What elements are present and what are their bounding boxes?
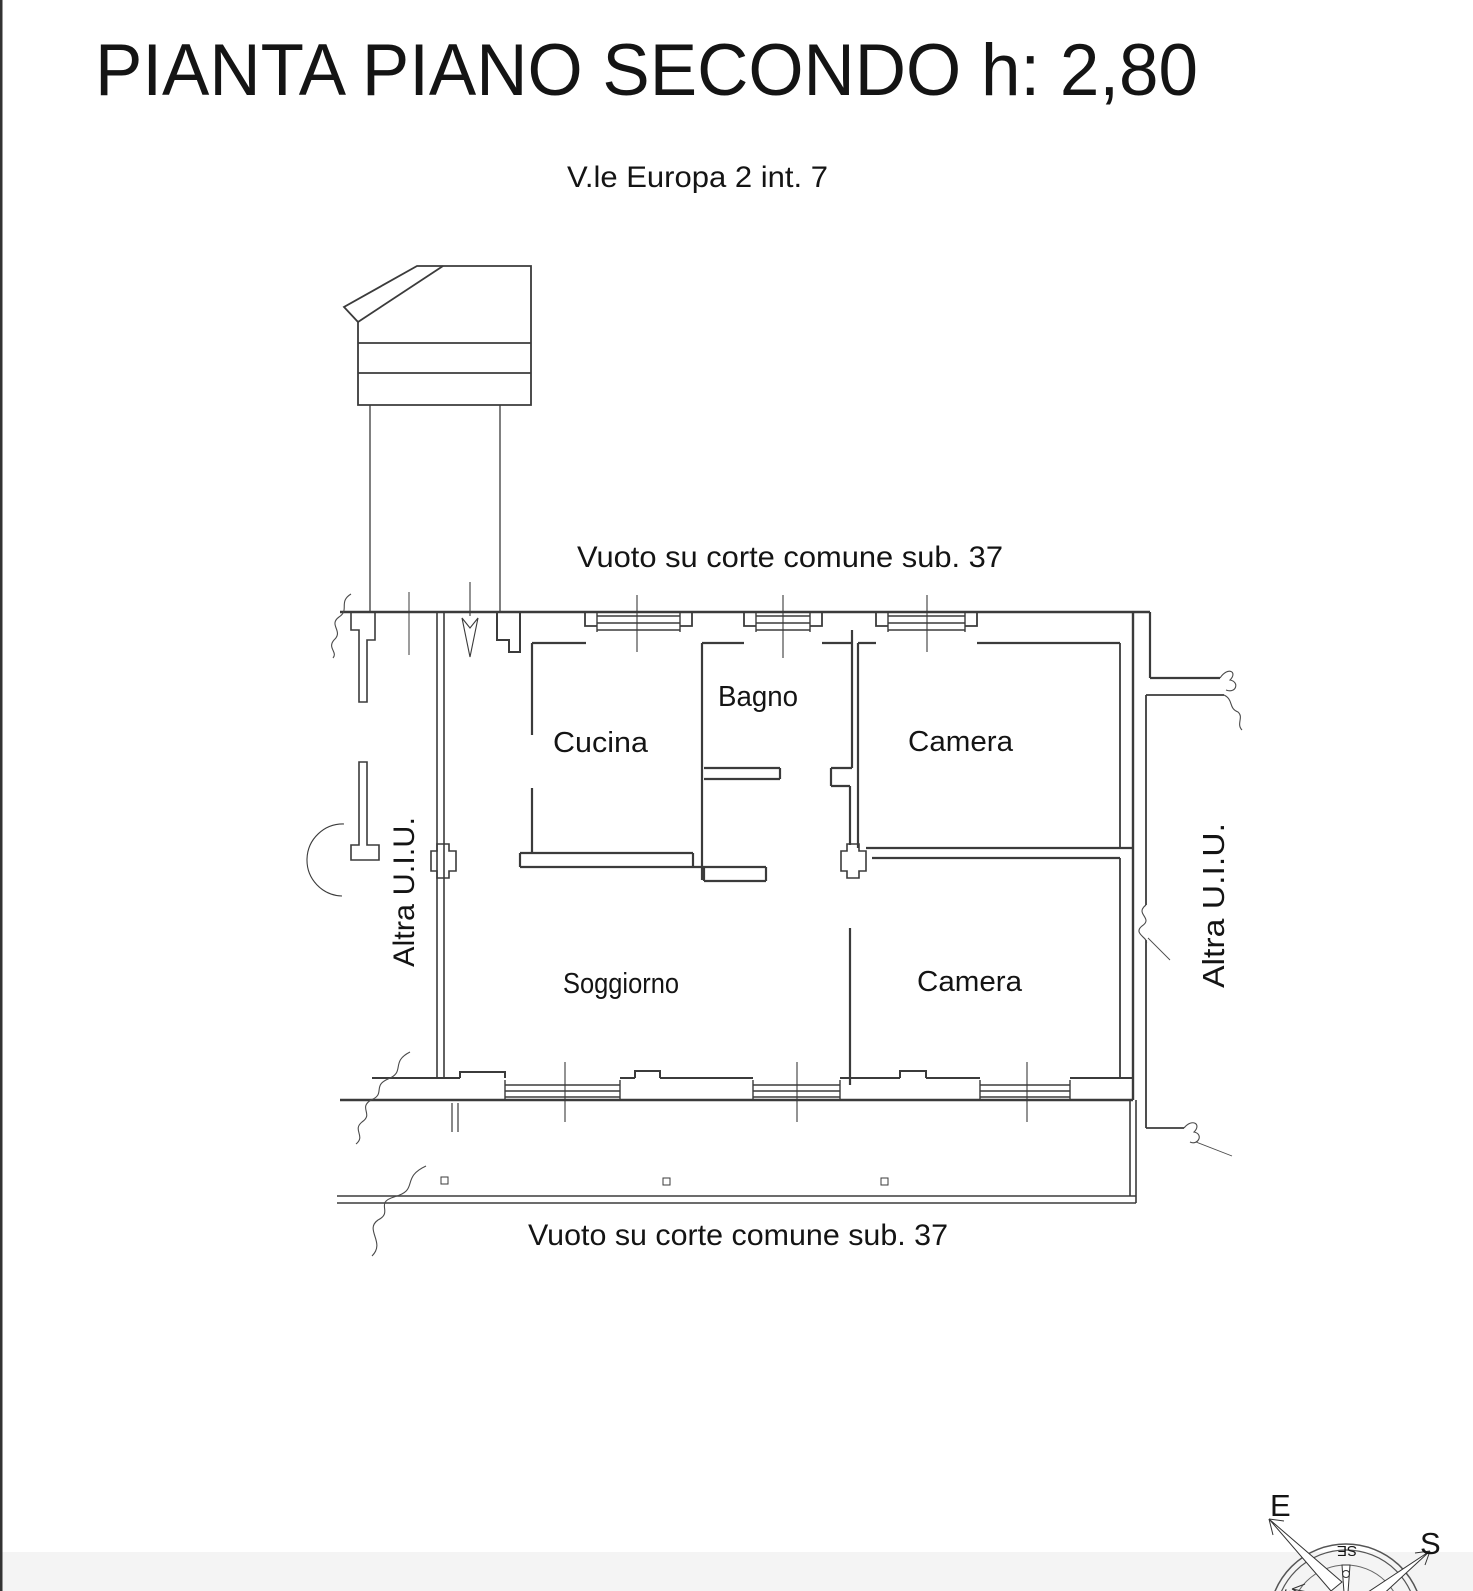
compass-northeast-label: NE xyxy=(1278,1588,1300,1591)
north-windows xyxy=(584,595,978,658)
room-label-soggiorno: Soggiorno xyxy=(563,968,679,1000)
bottom-scan-band xyxy=(0,1552,1473,1591)
compass-southeast-label: SE xyxy=(1337,1542,1357,1559)
page-left-border xyxy=(0,0,3,1591)
room-label-camera-sud: Camera xyxy=(917,966,1023,998)
balcony xyxy=(337,1100,1137,1204)
courtyard-note-bottom: Vuoto su corte comune sub. 37 xyxy=(528,1219,948,1252)
break-line-marks xyxy=(331,593,1243,1257)
address-subtitle: V.le Europa 2 int. 7 xyxy=(567,161,828,194)
room-label-camera-nord: Camera xyxy=(908,726,1014,758)
courtyard-note-top: Vuoto su corte comune sub. 37 xyxy=(577,541,1003,574)
plan-labels: Vuoto su corte comune sub. 37 Vuoto su c… xyxy=(388,541,1231,1252)
compass-south-label: S xyxy=(1420,1526,1441,1561)
left-party-wall xyxy=(306,592,445,1078)
stairs-down-arrow-icon xyxy=(461,582,479,658)
south-windows xyxy=(504,1062,1071,1122)
right-party-wall xyxy=(1145,612,1224,1129)
adjacent-unit-label-right: Altra U.I.U. xyxy=(1196,823,1231,988)
room-label-cucina: Cucina xyxy=(553,727,649,759)
compass-east-label: E xyxy=(1270,1488,1291,1523)
adjacent-unit-label-left: Altra U.I.U. xyxy=(388,817,421,967)
stairwell-block xyxy=(342,265,532,612)
outer-walls xyxy=(340,610,1150,1102)
page-title: PIANTA PIANO SECONDO h: 2,80 xyxy=(95,30,1198,111)
compass-rose-icon: E S SE NE xyxy=(1268,1488,1441,1591)
interior-walls xyxy=(430,612,1133,1085)
room-label-bagno: Bagno xyxy=(718,681,798,713)
